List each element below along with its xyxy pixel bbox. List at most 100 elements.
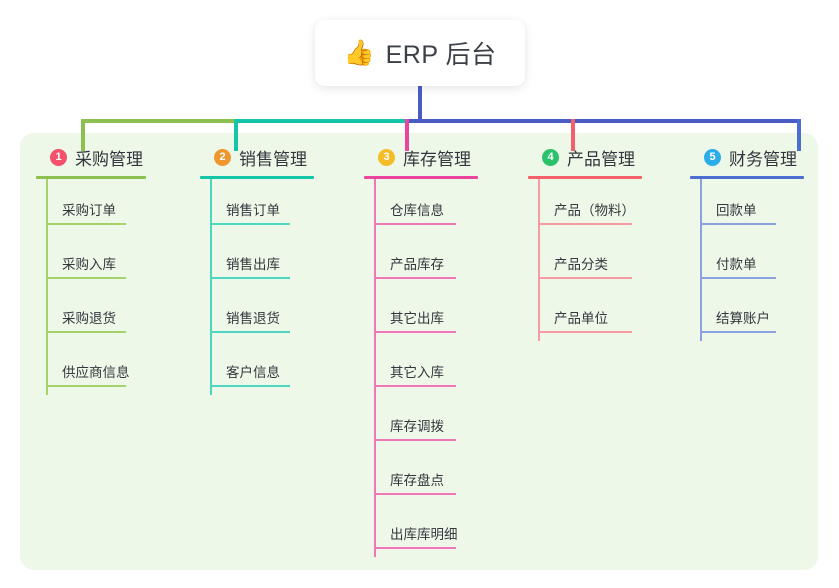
branch-item-underline — [46, 385, 126, 387]
branch-item-underline — [46, 277, 126, 279]
branch-item[interactable]: 出库库明细 — [364, 503, 524, 557]
branch-item-label: 采购入库 — [62, 257, 116, 272]
branch-item-underline — [210, 277, 290, 279]
branch-item[interactable]: 采购订单 — [36, 179, 186, 233]
branch-index-badge: 5 — [704, 148, 721, 166]
branch-item-underline — [374, 223, 456, 225]
branch-item[interactable]: 其它入库 — [364, 341, 524, 395]
connector-drop-3 — [405, 119, 409, 151]
branch-item-label: 产品库存 — [390, 257, 444, 272]
branch-item-underline — [374, 439, 456, 441]
branch-header-财务管理[interactable]: 5 财务管理 — [690, 143, 839, 171]
branch-item[interactable]: 其它出库 — [364, 287, 524, 341]
branch-column-3: 3 库存管理仓库信息产品库存其它出库其它入库库存调拨库存盘点出库库明细 — [364, 143, 524, 557]
branch-item-label: 产品（物料） — [554, 203, 635, 218]
branch-item[interactable]: 结算账户 — [690, 287, 839, 341]
branch-title: 库存管理 — [403, 149, 471, 169]
branch-items-list: 仓库信息产品库存其它出库其它入库库存调拨库存盘点出库库明细 — [364, 179, 524, 557]
branch-index-badge: 3 — [378, 148, 395, 166]
branch-item[interactable]: 销售出库 — [200, 233, 350, 287]
branch-item-label: 产品分类 — [554, 257, 608, 272]
connector-hbar-teal — [234, 119, 406, 123]
branch-item-label: 库存调拨 — [390, 419, 444, 434]
branch-column-5: 5 财务管理回款单付款单结算账户 — [690, 143, 839, 341]
branch-item[interactable]: 采购入库 — [36, 233, 186, 287]
branch-item[interactable]: 产品分类 — [528, 233, 688, 287]
branch-item[interactable]: 采购退货 — [36, 287, 186, 341]
root-node-title: ERP 后台 — [385, 41, 497, 69]
branch-item[interactable]: 回款单 — [690, 179, 839, 233]
thumbs-up-icon: 👍 — [343, 38, 375, 67]
branch-item[interactable]: 仓库信息 — [364, 179, 524, 233]
branch-title-underline — [200, 176, 314, 179]
branch-item-label: 采购订单 — [62, 203, 116, 218]
root-trunk-line — [418, 86, 422, 123]
branch-spine-line — [700, 179, 702, 341]
branch-item-label: 出库库明细 — [390, 527, 458, 542]
branch-item-underline — [210, 223, 290, 225]
branch-item-underline — [700, 223, 776, 225]
branch-item[interactable]: 产品（物料） — [528, 179, 688, 233]
branch-item-underline — [210, 385, 290, 387]
branch-items-list: 产品（物料） 产品分类产品单位 — [528, 179, 688, 341]
connector-hbar-green — [81, 119, 234, 123]
branch-item-underline — [374, 493, 456, 495]
branch-item-label: 客户信息 — [226, 365, 280, 380]
branch-item[interactable]: 销售退货 — [200, 287, 350, 341]
branch-item-underline — [700, 331, 776, 333]
branch-items-list: 回款单付款单结算账户 — [690, 179, 839, 341]
connector-drop-2 — [234, 119, 238, 151]
branch-item[interactable]: 付款单 — [690, 233, 839, 287]
branch-item-underline — [538, 277, 632, 279]
branch-item-underline — [538, 331, 632, 333]
branch-index-badge: 1 — [50, 148, 67, 166]
branch-item-label: 产品单位 — [554, 311, 608, 326]
branch-item-label: 销售订单 — [226, 203, 280, 218]
branch-item[interactable]: 库存调拨 — [364, 395, 524, 449]
branch-title-underline — [528, 176, 642, 179]
branch-item-label: 回款单 — [716, 203, 757, 218]
diagram-panel-background — [20, 133, 818, 570]
branch-items-list: 销售订单销售出库销售退货客户信息 — [200, 179, 350, 395]
branch-item-label: 仓库信息 — [390, 203, 444, 218]
branch-item-underline — [374, 277, 456, 279]
branch-title-underline — [36, 176, 146, 179]
branch-item-label: 销售退货 — [226, 311, 280, 326]
branch-index-badge: 4 — [542, 148, 559, 166]
branch-item-underline — [374, 331, 456, 333]
branch-item-label: 销售出库 — [226, 257, 280, 272]
branch-item-label: 其它入库 — [390, 365, 444, 380]
branch-title-underline — [364, 176, 478, 179]
connector-drop-5 — [797, 119, 801, 151]
branch-item-underline — [374, 385, 456, 387]
root-node-erp-backend[interactable]: 👍 ERP 后台 — [315, 20, 525, 86]
branch-title-underline — [690, 176, 804, 179]
branch-title: 财务管理 — [729, 149, 797, 169]
branch-index-badge: 2 — [214, 148, 231, 166]
branch-item[interactable]: 供应商信息 — [36, 341, 186, 395]
connector-drop-1 — [81, 119, 85, 151]
branch-item-label: 采购退货 — [62, 311, 116, 326]
branch-item[interactable]: 客户信息 — [200, 341, 350, 395]
branch-item-label: 库存盘点 — [390, 473, 444, 488]
connector-drop-4 — [571, 119, 575, 151]
branch-column-1: 1 采购管理采购订单采购入库采购退货供应商信息 — [36, 143, 186, 395]
root-node-content: 👍 ERP 后台 — [343, 35, 496, 71]
branch-item-underline — [46, 223, 126, 225]
branch-spine-line — [210, 179, 212, 395]
branch-item[interactable]: 库存盘点 — [364, 449, 524, 503]
branch-item[interactable]: 产品库存 — [364, 233, 524, 287]
branch-spine-line — [374, 179, 376, 557]
branch-item[interactable]: 产品单位 — [528, 287, 688, 341]
branch-header-采购管理[interactable]: 1 采购管理 — [36, 143, 186, 171]
branch-item[interactable]: 销售订单 — [200, 179, 350, 233]
branch-header-库存管理[interactable]: 3 库存管理 — [364, 143, 524, 171]
branch-title: 采购管理 — [75, 149, 143, 169]
branch-item-underline — [538, 223, 632, 225]
branch-spine-line — [538, 179, 540, 341]
branch-item-underline — [210, 331, 290, 333]
